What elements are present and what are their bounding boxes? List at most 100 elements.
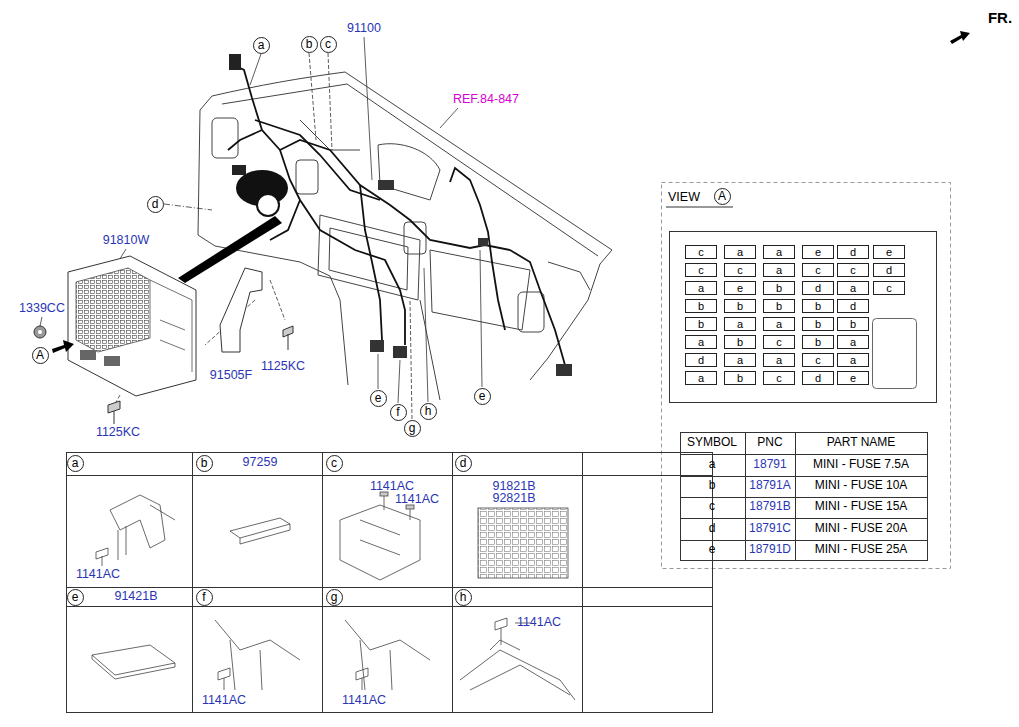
callout-circle: g — [326, 589, 343, 606]
callout-letter: g — [409, 422, 416, 434]
fuse-cell: c — [837, 263, 869, 277]
callout-letter: c — [325, 38, 331, 50]
fuse-cell: a — [724, 245, 756, 259]
fuse-cell: a — [763, 353, 795, 367]
part-number: 92821B — [492, 492, 535, 506]
callout-circle: e — [474, 388, 491, 405]
part-number: 91505F — [210, 369, 252, 383]
part-number: 97259 — [243, 456, 278, 470]
detail-sketches — [92, 492, 575, 700]
callout-letter: e — [375, 392, 382, 404]
callout-letter: g — [331, 591, 338, 603]
part-number: 91810W — [103, 234, 150, 248]
callout-circle: d — [147, 196, 164, 213]
callout-letter: a — [258, 39, 265, 51]
callout-circle: a — [67, 455, 84, 472]
part-number: 1125KC — [96, 426, 140, 440]
fuse-cell: c — [873, 281, 905, 295]
callout-letter: A — [718, 190, 726, 202]
callout-circle: A — [714, 188, 731, 205]
table-cell: PNC — [757, 436, 782, 449]
part-number: 1141AC — [202, 694, 246, 708]
leader-lines — [40, 37, 482, 419]
table-cell: PART NAME — [827, 436, 896, 449]
fuse-cell: b — [763, 281, 795, 295]
table-cell: 18791A — [749, 479, 790, 492]
table-cell: MINI - FUSE 15A — [815, 500, 908, 513]
fuse-cell: a — [724, 317, 756, 331]
callout-circle: A — [32, 347, 49, 364]
fuse-cell: a — [837, 353, 869, 367]
fuse-cell: d — [685, 353, 717, 367]
callout-letter: h — [425, 405, 432, 417]
part-number: 1141AC — [342, 694, 386, 708]
table-cell: 18791B — [749, 500, 790, 513]
callout-circle: h — [455, 589, 472, 606]
view-panel — [662, 183, 951, 569]
table-cell: MINI - FUSE 7.5A — [813, 458, 909, 471]
part-number: 1125KC — [261, 360, 305, 374]
fuse-cell: c — [763, 335, 795, 349]
fuse-cell: a — [724, 353, 756, 367]
reference-note: REF.84-847 — [453, 93, 519, 107]
callout-circle: g — [404, 420, 421, 437]
fuse-cell: d — [837, 245, 869, 259]
table-cell: MINI - FUSE 20A — [815, 522, 908, 535]
table-cell: SYMBOL — [687, 436, 737, 449]
callout-letter: a — [72, 457, 79, 469]
fuse-cell: c — [685, 263, 717, 277]
part-number: 1141AC — [370, 480, 414, 494]
callout-letter: f — [396, 406, 399, 418]
table-cell: 18791 — [753, 458, 786, 471]
harness-strip — [178, 216, 282, 283]
fuse-cell: b — [724, 371, 756, 385]
table-cell: c — [709, 500, 715, 513]
callout-letter: b — [201, 457, 208, 469]
callout-letter: e — [479, 390, 486, 402]
part-number: 91421B — [114, 590, 157, 604]
callout-circle: c — [326, 455, 343, 472]
fuse-cell: d — [873, 263, 905, 277]
fuse-cell: b — [763, 299, 795, 313]
wiring-harness — [228, 66, 565, 365]
callout-circle: a — [253, 37, 270, 54]
callout-circle: b — [301, 36, 318, 53]
fuse-cell: a — [837, 335, 869, 349]
callout-circle: b — [196, 455, 213, 472]
fuse-cell: b — [802, 317, 834, 331]
fuse-cell: e — [873, 245, 905, 259]
table-cell: e — [709, 543, 716, 556]
callout-letter: c — [331, 457, 337, 469]
part-number: 91100 — [347, 22, 381, 36]
fuse-cell: a — [763, 263, 795, 277]
callout-circle: e — [370, 390, 387, 407]
part-number: 1141AC — [517, 616, 561, 630]
callout-circle: e — [67, 589, 84, 606]
fuse-cell: d — [802, 371, 834, 385]
fuse-cell: b — [802, 335, 834, 349]
table-cell: 18791C — [749, 522, 791, 535]
callout-letter: A — [36, 349, 44, 361]
table-cell: MINI - FUSE 25A — [815, 543, 908, 556]
fuse-cell: b — [685, 317, 717, 331]
fuse-cell: b — [802, 299, 834, 313]
callout-circle: c — [320, 36, 337, 53]
part-number: 1339CC — [19, 302, 65, 316]
fuse-cell: d — [802, 281, 834, 295]
fuse-table — [680, 432, 928, 561]
fuse-cell: c — [685, 245, 717, 259]
front-arrow — [950, 31, 970, 44]
fuse-cell: b — [724, 335, 756, 349]
table-cell: a — [709, 458, 716, 471]
callout-letter: f — [202, 591, 205, 603]
callout-circle: h — [420, 403, 437, 420]
fuse-cell: c — [802, 353, 834, 367]
junction-box — [68, 256, 196, 396]
fuse-cell: e — [724, 281, 756, 295]
table-cell: 18791D — [749, 543, 791, 556]
fuse-cell: a — [685, 371, 717, 385]
caption-text: VIEW — [668, 191, 700, 205]
fuse-cell: e — [837, 371, 869, 385]
callout-letter: e — [72, 591, 79, 603]
fuse-cell: a — [837, 281, 869, 295]
